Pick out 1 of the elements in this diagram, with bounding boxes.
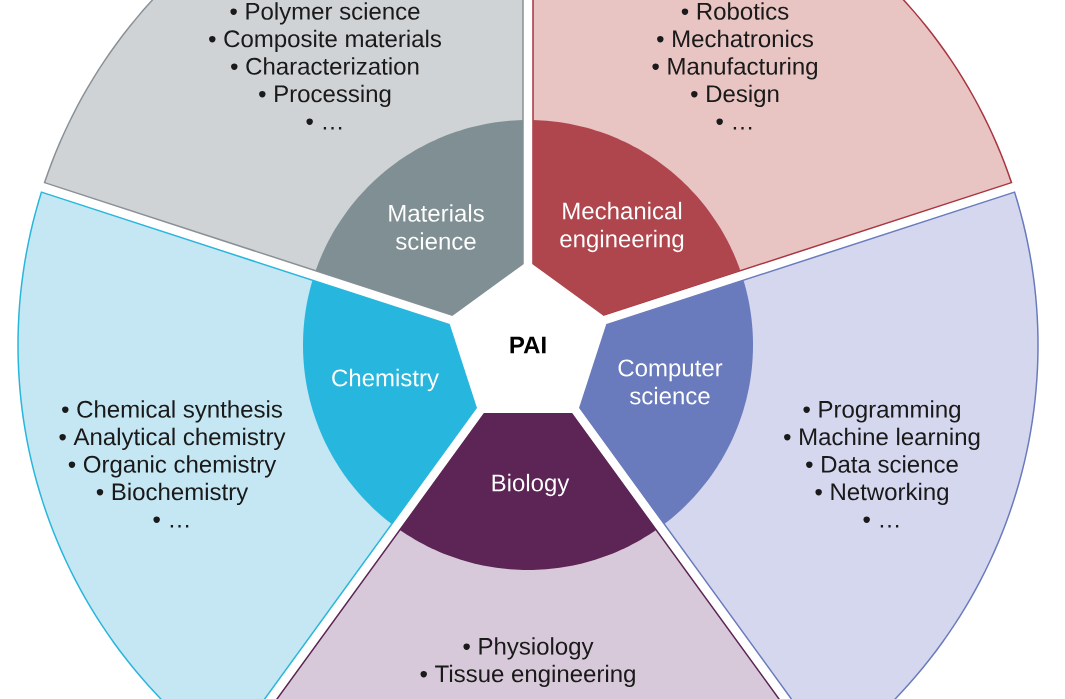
center-pentagon: PAI	[448, 261, 608, 413]
